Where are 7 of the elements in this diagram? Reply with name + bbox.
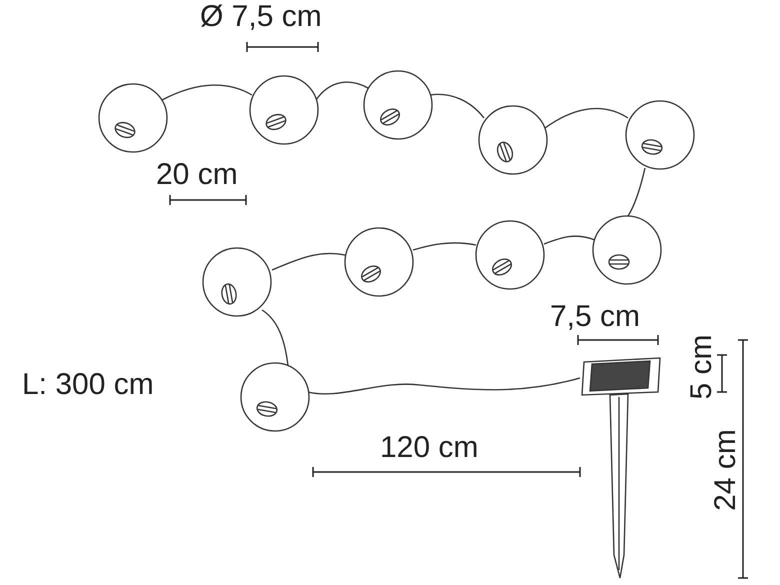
dimension-label: 7,5 cm	[550, 302, 640, 332]
dimension-label: 5 cm	[687, 334, 717, 400]
dimension-label: 20 cm	[156, 160, 238, 190]
dimension-label: L: 300 cm	[22, 370, 154, 400]
dimension-label: 120 cm	[380, 433, 478, 463]
dimension-label: 24 cm	[711, 429, 741, 511]
dimension-label: Ø 7,5 cm	[200, 2, 322, 32]
